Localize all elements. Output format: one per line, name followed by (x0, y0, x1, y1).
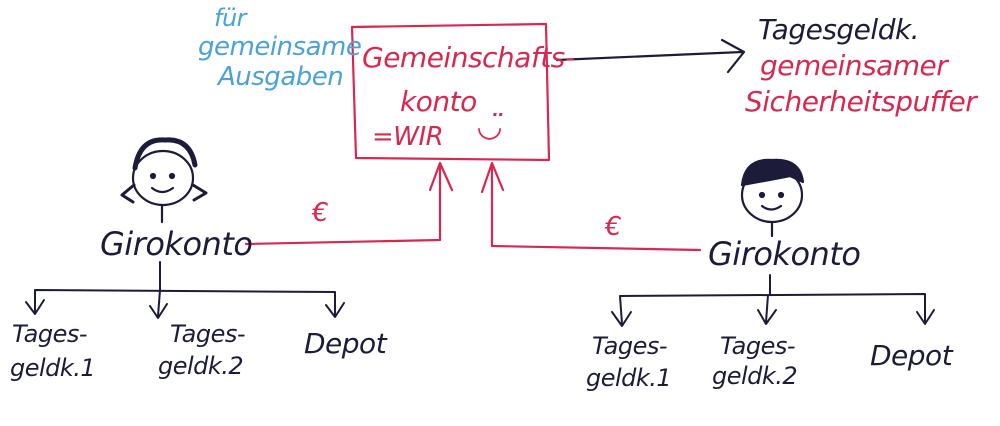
smiley-icon: ◡̈ (478, 109, 501, 144)
left-child-label: geldk.1 (10, 354, 96, 382)
left-child-label: Depot (304, 327, 387, 360)
left-euro-label: € (312, 198, 329, 228)
arrow-to-savings (555, 38, 746, 74)
right-girokonto: Girokonto (708, 235, 861, 273)
purpose-line: für (214, 4, 247, 32)
left-person-face (120, 137, 208, 224)
right-child-label: geldk.2 (712, 362, 798, 390)
right-tree-lines (611, 274, 935, 327)
savings-note: Sicherheitspuffer (745, 85, 977, 118)
shared-account-title: konto (400, 85, 477, 118)
left-child-label: Tages- (170, 320, 246, 348)
left-transfer-arrow (244, 161, 454, 246)
savings-note: gemeinsamer (760, 49, 948, 82)
savings-title: Tagesgeldk. (758, 13, 920, 46)
purpose-line: gemeinsame (198, 32, 362, 62)
purpose-line: Ausgaben (218, 62, 344, 92)
shared-account-title: Gemeinschafts- (362, 41, 575, 74)
left-child-label: geldk.2 (158, 352, 244, 380)
right-child-label: Tages- (592, 332, 668, 360)
right-child-label: Tages- (720, 332, 796, 360)
left-tree-lines (25, 261, 345, 319)
right-euro-label: € (605, 212, 622, 242)
left-girokonto: Girokonto (100, 225, 253, 263)
shared-account-box (350, 22, 551, 162)
right-person-face (740, 158, 805, 238)
right-child-label: Depot (870, 339, 953, 372)
shared-account-subtitle: =WIR (372, 122, 444, 152)
right-child-label: geldk.1 (586, 364, 672, 392)
left-child-label: Tages- (12, 320, 88, 348)
right-transfer-arrow (480, 161, 702, 252)
